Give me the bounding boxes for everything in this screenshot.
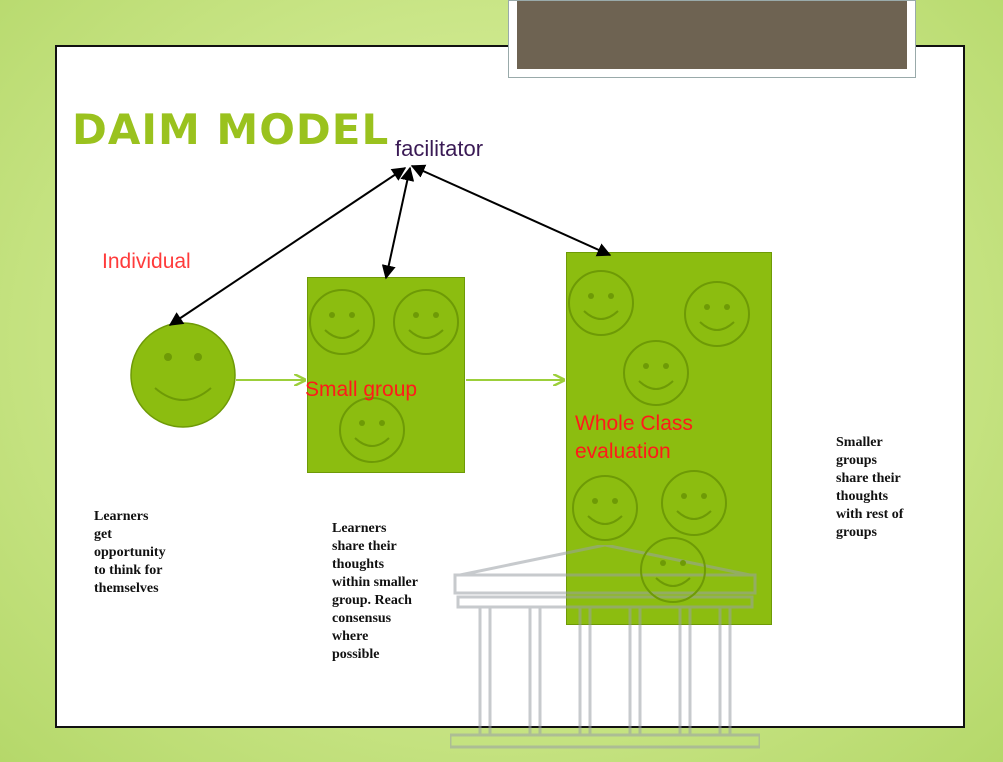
whole-class-face-2	[684, 281, 750, 347]
header-tab-fill	[517, 1, 907, 69]
small-group-face-3	[339, 397, 405, 463]
building-watermark	[450, 545, 760, 749]
whole-class-label: Whole Class evaluation	[575, 412, 693, 463]
whole-class-box	[566, 252, 772, 625]
whole-class-face-4	[572, 475, 638, 541]
slide-title: DAIM MODEL	[72, 105, 390, 154]
whole-class-face-1	[568, 270, 634, 336]
small-group-description: Learners share their thoughts within sma…	[332, 521, 418, 662]
small-group-face-1	[309, 289, 375, 355]
whole-class-face-5	[661, 470, 727, 536]
individual-face	[130, 322, 236, 428]
individual-label: Individual	[102, 250, 191, 273]
individual-description: Learners get opportunity to think for th…	[94, 509, 166, 596]
arrow-facilitator-individual	[168, 167, 407, 326]
arrow-facilitator-whole-class	[410, 164, 612, 257]
whole-class-description: Smaller groups share their thoughts with…	[836, 435, 904, 540]
facilitator-label: facilitator	[395, 136, 484, 161]
small-group-face-2	[393, 289, 459, 355]
whole-class-face-3	[623, 340, 689, 406]
small-group-label: Small group	[305, 378, 418, 401]
header-tab	[508, 0, 916, 78]
arrow-facilitator-small-group	[381, 166, 415, 280]
whole-class-face-6	[640, 537, 706, 603]
